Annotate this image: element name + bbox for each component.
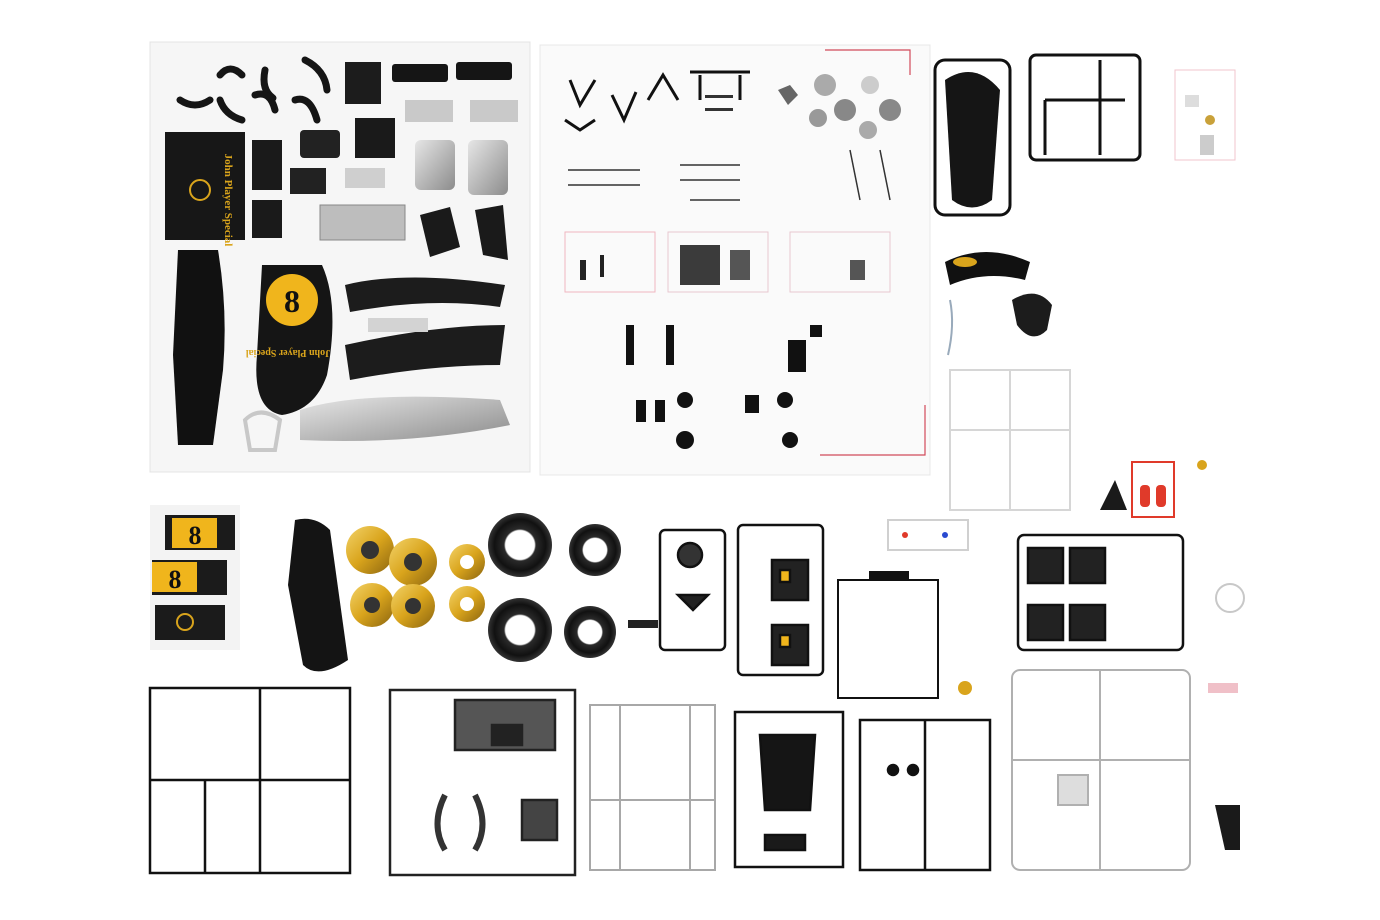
bagged-parts-sheet-middle bbox=[539, 44, 931, 476]
svg-text:John Player Special: John Player Special bbox=[222, 154, 234, 247]
silver-sprue-engine bbox=[589, 704, 716, 871]
grey-sprue-suspension-large bbox=[1011, 669, 1191, 871]
black-wedge-part bbox=[1100, 480, 1127, 510]
numbered-body-panels: 8 8 bbox=[150, 505, 240, 650]
svg-text:John Player Special: John Player Special bbox=[246, 347, 330, 358]
chassis-tub bbox=[300, 396, 510, 441]
bagged-parts-sheet-left: John Player Special 8 John Player Specia… bbox=[149, 41, 531, 473]
engine-cover-piece bbox=[345, 62, 381, 104]
suspension-arms bbox=[564, 70, 750, 132]
black-sprue-cockpit bbox=[736, 523, 825, 677]
body-panel-jps: John Player Special bbox=[165, 132, 245, 246]
small-screws bbox=[580, 245, 865, 285]
black-sprue-small-parts bbox=[837, 571, 939, 699]
black-sprue-radiators bbox=[1016, 533, 1185, 652]
nose-cone-number-8: 8 John Player Special bbox=[246, 265, 333, 415]
grey-sprue-body bbox=[388, 688, 577, 877]
black-sprue-pedals bbox=[858, 718, 992, 872]
black-sprue-chassis-frame bbox=[148, 686, 352, 875]
black-frame-sprue bbox=[1028, 53, 1142, 162]
black-sprue-suspension bbox=[658, 528, 727, 652]
small-parts-right-bags bbox=[1174, 69, 1236, 161]
side-pod-cover bbox=[288, 518, 348, 672]
small-black-components bbox=[626, 325, 822, 449]
curved-hoses bbox=[176, 56, 331, 124]
clear-parts-sprue bbox=[949, 369, 1071, 511]
gold-fastener bbox=[958, 681, 972, 695]
engine-cover-decal bbox=[945, 252, 1030, 285]
black-sprue-wing bbox=[733, 710, 845, 869]
red-clear-lenses bbox=[1131, 461, 1175, 518]
black-bracket-part bbox=[1215, 805, 1240, 850]
svg-text:8: 8 bbox=[169, 565, 182, 594]
rods bbox=[568, 149, 891, 201]
tires bbox=[488, 513, 621, 662]
clear-window-sprue bbox=[887, 519, 969, 551]
svg-text:8: 8 bbox=[284, 283, 300, 319]
floor-pan bbox=[173, 250, 225, 445]
gold-wheel-rims bbox=[346, 526, 485, 628]
gears bbox=[809, 74, 901, 139]
cockpit-tub-sprue bbox=[933, 58, 1012, 217]
svg-text:8: 8 bbox=[189, 521, 202, 550]
